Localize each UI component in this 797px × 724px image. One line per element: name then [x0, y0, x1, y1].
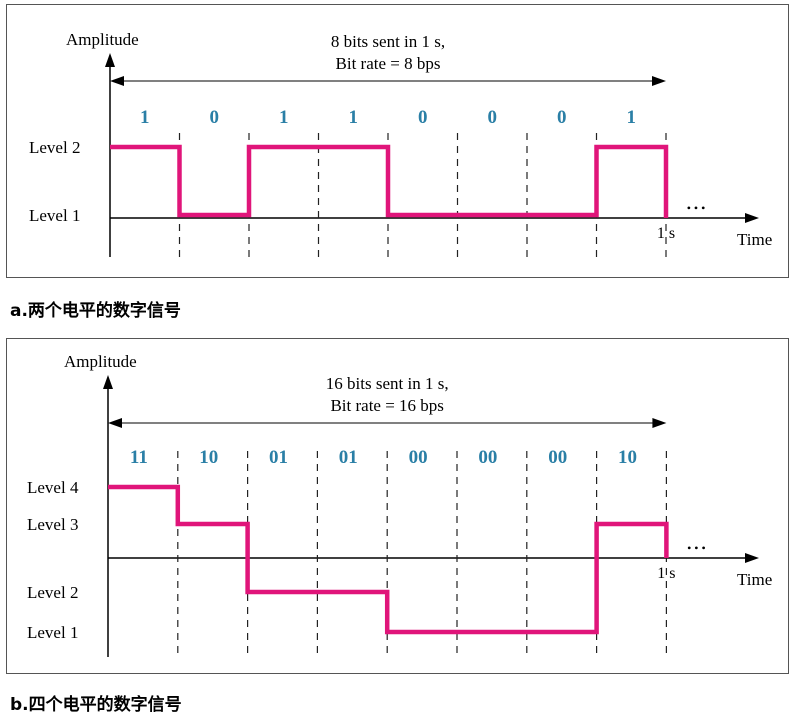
x-axis-arrow-icon	[745, 213, 759, 223]
caption-four-level: b.四个电平的数字信号	[10, 695, 182, 715]
bit-label: 11	[130, 447, 148, 468]
signal-waveform	[108, 484, 669, 635]
x-axis-label: Time	[737, 570, 772, 589]
bit-label: 1	[627, 107, 637, 128]
bit-label: 10	[618, 447, 637, 468]
level-label: Level 3	[27, 515, 78, 534]
bit-rate-line-1: 8 bits sent in 1 s,	[331, 32, 445, 51]
continuation-ellipsis: • • •	[687, 201, 706, 215]
bit-rate-line-2: Bit rate = 16 bps	[330, 396, 443, 415]
caption-two-level: a.两个电平的数字信号	[10, 301, 181, 321]
level-label: Level 2	[29, 138, 80, 157]
bit-label: 0	[418, 107, 428, 128]
level-label: Level 4	[27, 478, 79, 497]
y-axis-arrow-icon	[105, 53, 115, 67]
level-label: Level 2	[27, 583, 78, 602]
bit-rate-left-arrow-icon	[108, 418, 122, 428]
bit-label: 01	[269, 447, 288, 468]
bit-label: 1	[279, 107, 289, 128]
one-second-label: 1 s	[657, 565, 675, 582]
level-label: Level 1	[29, 206, 80, 225]
y-axis-arrow-icon	[103, 375, 113, 389]
bit-label: 01	[339, 447, 358, 468]
bit-label: 0	[488, 107, 498, 128]
bit-rate-line-1: 16 bits sent in 1 s,	[326, 374, 449, 393]
bit-label: 1	[349, 107, 359, 128]
y-axis-label: Amplitude	[66, 30, 139, 49]
continuation-ellipsis: • • •	[687, 541, 706, 555]
level-label: Level 1	[27, 623, 78, 642]
signal-waveform	[110, 144, 669, 218]
x-axis-arrow-icon	[745, 553, 759, 563]
bit-label: 00	[548, 447, 567, 468]
x-axis-label: Time	[737, 230, 772, 249]
bit-label: 1	[140, 107, 150, 128]
bit-label: 0	[210, 107, 220, 128]
one-second-label: 1 s	[657, 225, 675, 242]
y-axis-label: Amplitude	[64, 352, 137, 371]
bit-rate-right-arrow-icon	[652, 418, 667, 428]
bit-rate-line-2: Bit rate = 8 bps	[336, 54, 441, 73]
bit-label: 10	[199, 447, 218, 468]
bit-rate-left-arrow-icon	[110, 76, 124, 86]
bit-rate-right-arrow-icon	[652, 76, 666, 86]
bit-label: 00	[478, 447, 497, 468]
bit-label: 0	[557, 107, 567, 128]
bit-label: 00	[409, 447, 428, 468]
